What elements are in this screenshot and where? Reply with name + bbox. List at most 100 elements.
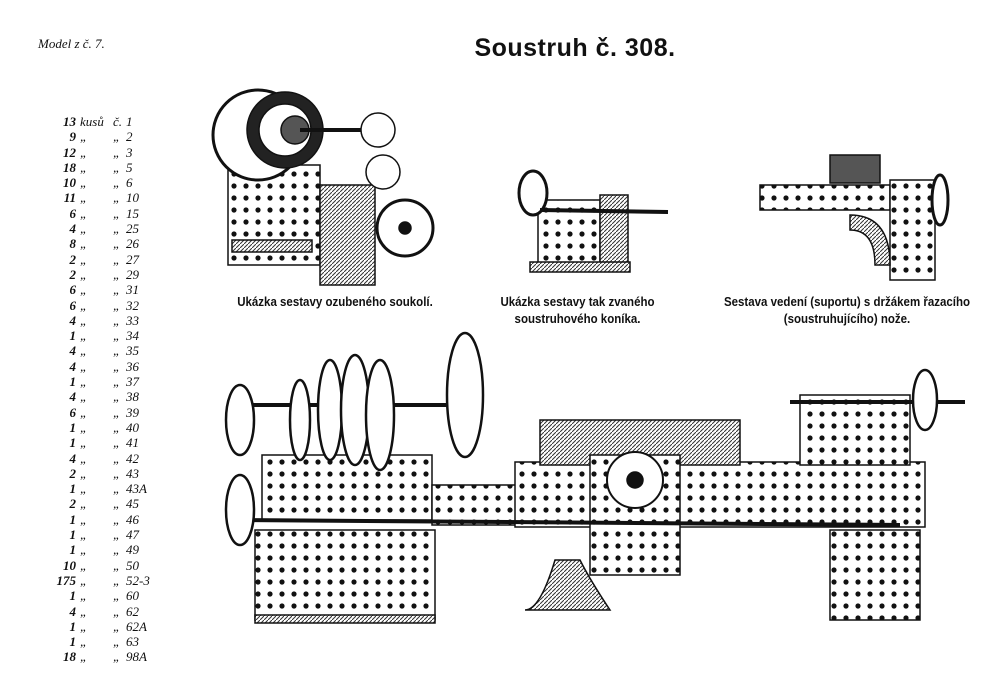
ditto-mark: „ (113, 282, 121, 298)
parts-list-row: 12„„3 (50, 145, 160, 160)
part-number: 26 (126, 236, 139, 252)
parts-list-row: 1„„63 (50, 634, 160, 649)
ditto-mark: „ (80, 343, 88, 359)
ditto-mark: „ (113, 190, 121, 206)
ditto-mark: „ (113, 144, 121, 160)
parts-list-row: 1„„60 (50, 588, 160, 603)
ditto-mark: „ (80, 634, 88, 650)
parts-list-row: 2„„29 (50, 267, 160, 282)
ditto-mark: „ (80, 251, 88, 267)
part-quantity: 1 (69, 374, 77, 390)
gear-train-illustration (211, 88, 435, 286)
parts-list-row: 10„„50 (50, 558, 160, 573)
part-number: 1 (126, 114, 133, 129)
part-number: 29 (126, 266, 139, 282)
caption-gear-train: Ukázka sestavy ozubeného soukolí. (237, 295, 433, 309)
part-number: 10 (126, 190, 139, 206)
ditto-mark: „ (80, 282, 88, 298)
part-number: 63 (126, 634, 139, 650)
part-number: 60 (126, 588, 139, 604)
ditto-mark: „ (80, 435, 88, 451)
ditto-mark: „ (113, 175, 121, 191)
carriage-illustration (759, 154, 950, 281)
parts-list-row: 4„„38 (50, 389, 160, 404)
parts-list-row: 175„„52-3 (50, 573, 160, 588)
ditto-mark: „ (80, 266, 88, 282)
parts-list-row: 1„„43A (50, 481, 160, 496)
ditto-mark: „ (113, 542, 121, 558)
parts-list-row: 1„„40 (50, 420, 160, 435)
parts-list-row: 4„„36 (50, 359, 160, 374)
ditto-mark: „ (113, 221, 121, 237)
caption-carriage: Sestava vedení (suportu) s držákem řazac… (723, 295, 971, 326)
ditto-mark: „ (113, 588, 121, 604)
part-quantity: 1 (69, 542, 77, 558)
part-quantity: 18 (63, 649, 76, 665)
part-number: 98A (126, 649, 147, 665)
ditto-mark: „ (113, 496, 121, 512)
ditto-mark: „ (113, 129, 121, 145)
part-number: 27 (126, 251, 139, 267)
part-quantity: 10 (63, 557, 76, 573)
part-number: 3 (126, 144, 133, 160)
part-quantity: 2 (69, 251, 77, 267)
ditto-mark: „ (80, 328, 88, 344)
ditto-mark: „ (113, 618, 121, 634)
part-quantity: 6 (69, 205, 77, 221)
part-number: 43A (126, 481, 147, 497)
ditto-mark: „ (113, 312, 121, 328)
parts-list-row: 4„„25 (50, 221, 160, 236)
part-number: 35 (126, 343, 139, 359)
part-quantity: 6 (69, 282, 77, 298)
part-number: 25 (126, 221, 139, 237)
parts-list-row: 1„„34 (50, 328, 160, 343)
ditto-mark: „ (80, 557, 88, 573)
ditto-mark: „ (113, 481, 121, 497)
parts-list-row: 1„„37 (50, 374, 160, 389)
parts-list-row: 11„„10 (50, 190, 160, 205)
part-number: 6 (126, 175, 133, 191)
part-quantity: 11 (63, 190, 76, 206)
parts-list-row: 2„„43 (50, 466, 160, 481)
part-quantity: 1 (69, 435, 77, 451)
ditto-mark: „ (113, 450, 121, 466)
ditto-mark: „ (113, 266, 121, 282)
part-number: 49 (126, 542, 139, 558)
part-quantity: 4 (69, 603, 77, 619)
ditto-mark: „ (80, 297, 88, 313)
ditto-mark: „ (80, 404, 88, 420)
ditto-mark: „ (80, 465, 88, 481)
parts-list-row: 6„„32 (50, 298, 160, 313)
part-number: 31 (126, 282, 139, 298)
part-number: 33 (126, 312, 139, 328)
ditto-mark: „ (113, 205, 121, 221)
part-number: 46 (126, 511, 139, 527)
part-quantity: 1 (69, 527, 77, 543)
part-number: 42 (126, 450, 139, 466)
ditto-mark: „ (113, 328, 121, 344)
part-quantity: 2 (69, 266, 77, 282)
part-quantity: 13 (63, 114, 76, 129)
part-quantity: 1 (69, 328, 77, 344)
part-number: 41 (126, 435, 139, 451)
part-quantity: 175 (56, 572, 77, 588)
ditto-mark: „ (80, 527, 88, 543)
part-number: 43 (126, 465, 139, 481)
part-number: 5 (126, 159, 133, 175)
parts-list-row: 6„„39 (50, 405, 160, 420)
ditto-mark: „ (113, 649, 121, 665)
ditto-mark: „ (80, 190, 88, 206)
part-quantity: 1 (69, 511, 77, 527)
ditto-mark: „ (113, 634, 121, 650)
parts-list-row: 18„„5 (50, 160, 160, 175)
ditto-mark: „ (80, 603, 88, 619)
ditto-mark: „ (113, 511, 121, 527)
ditto-mark: „ (80, 496, 88, 512)
ditto-mark: „ (80, 419, 88, 435)
part-quantity: 1 (69, 634, 77, 650)
ditto-mark: „ (113, 419, 121, 435)
part-quantity: 4 (69, 358, 77, 374)
parts-list-row: 2„„45 (50, 496, 160, 511)
ditto-mark: „ (80, 389, 88, 405)
